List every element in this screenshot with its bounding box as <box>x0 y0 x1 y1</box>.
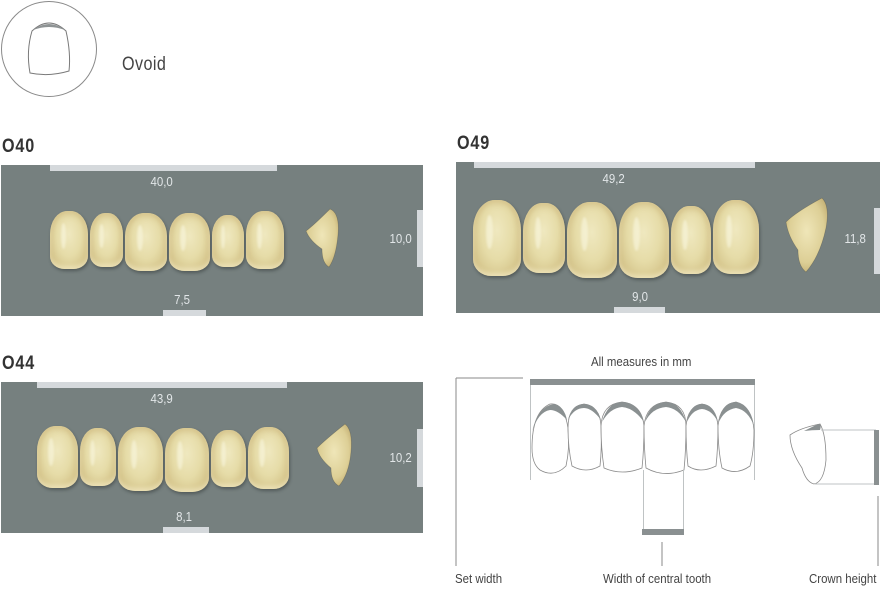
tooth-central <box>165 428 209 492</box>
set-width-label: Set width <box>455 571 503 586</box>
teeth-row <box>50 209 286 271</box>
crown-height-value: 10,0 <box>389 231 412 246</box>
shape-label: Ovoid <box>122 54 167 75</box>
tooth-lateral <box>212 215 244 267</box>
measurement-legend-diagram <box>455 377 879 566</box>
tooth-central <box>169 213 210 271</box>
set-width-value: 43,9 <box>150 391 173 406</box>
model-title-o44: O44 <box>2 353 36 374</box>
tooth-lateral <box>80 428 116 486</box>
tooth-lateral <box>671 206 711 274</box>
tooth-central <box>567 202 617 278</box>
central-width-value: 8,1 <box>176 509 192 524</box>
tooth-canine <box>248 427 289 489</box>
central-width-label: Width of central tooth <box>603 571 712 586</box>
tooth-canine <box>473 200 521 276</box>
model-title-o49: O49 <box>457 133 491 154</box>
tooth-canine <box>50 211 88 269</box>
tooth-lateral <box>523 203 565 273</box>
model-panel-o44: 43,9 10,2 8,1 <box>1 382 423 533</box>
model-panel-o40: 40,0 10,0 7,5 <box>1 165 423 316</box>
model-title-o40: O40 <box>2 136 36 157</box>
central-width-value: 9,0 <box>632 289 648 304</box>
central-width-bar <box>614 307 665 313</box>
tooth-canine <box>37 426 78 488</box>
set-width-value: 49,2 <box>602 171 625 186</box>
central-width-bar <box>163 527 209 533</box>
ovoid-tooth-outline-icon <box>27 22 71 76</box>
set-width-bar <box>50 165 277 171</box>
tooth-central <box>118 427 163 491</box>
model-panel-o49: 49,2 11,8 9,0 <box>456 162 880 313</box>
shape-icon-circle <box>1 1 97 97</box>
tooth-central <box>125 213 167 271</box>
teeth-row <box>473 198 761 278</box>
central-width-bar <box>163 310 206 316</box>
tooth-side-profile <box>305 208 339 268</box>
crown-height-value: 11,8 <box>844 231 866 246</box>
set-width-value: 40,0 <box>150 174 173 189</box>
central-width-value: 7,5 <box>174 292 190 307</box>
measures-note: All measures in mm <box>591 354 692 369</box>
tooth-canine <box>713 200 759 274</box>
crown-height-label: Crown height <box>809 571 877 586</box>
crown-height-value: 10,2 <box>389 450 412 465</box>
tooth-canine <box>246 211 284 269</box>
tooth-side-profile <box>785 197 828 273</box>
tooth-lateral <box>90 213 123 267</box>
crown-height-bar <box>874 208 880 274</box>
tooth-side-profile <box>316 423 352 487</box>
tooth-lateral <box>211 430 246 487</box>
tooth-central <box>619 202 669 278</box>
set-width-bar <box>474 162 755 168</box>
teeth-row <box>37 424 291 492</box>
crown-height-bar <box>417 210 423 267</box>
crown-height-bar <box>417 429 423 487</box>
set-width-bar <box>37 382 287 388</box>
